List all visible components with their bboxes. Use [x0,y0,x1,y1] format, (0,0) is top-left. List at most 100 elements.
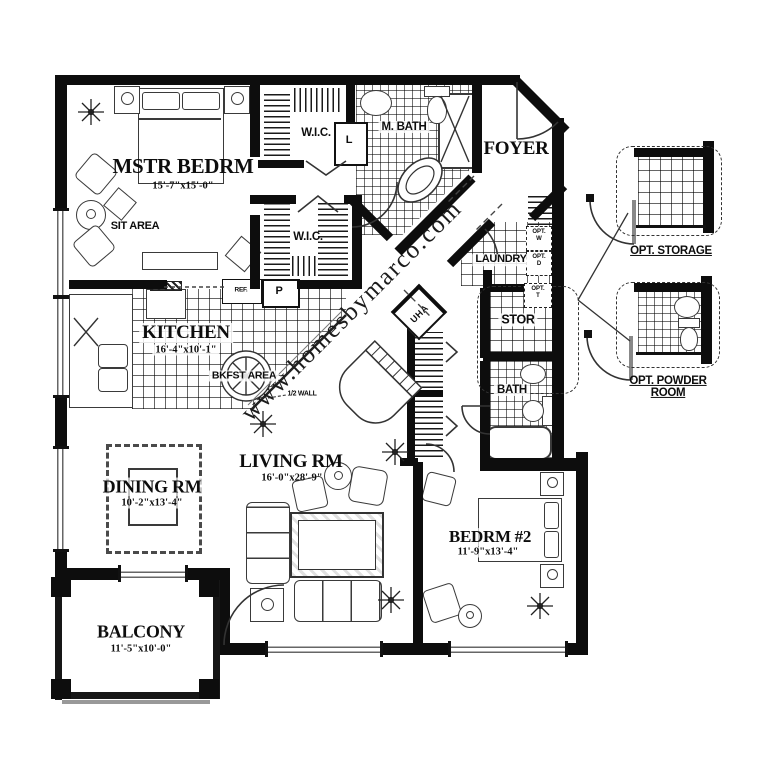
room-label-kitchen: KITCHEN [139,323,233,343]
nightstand [224,86,250,114]
wall [483,270,492,292]
room-label-bedroom2: BEDRM #2 [448,528,531,546]
room-dims-bedroom2: 11'-9"x13'-4" [457,546,519,558]
wall [297,280,362,289]
wall [413,462,423,655]
pillow [142,92,180,110]
laundry-name: LAUNDRY [475,253,527,266]
lamp-icon [466,611,474,619]
round-table [76,200,106,230]
opt-powder-bubble [616,282,720,368]
round-table [458,604,482,628]
wall [258,160,304,168]
nightstand [540,472,564,496]
toilet-bowl [427,96,447,124]
bath-name: BATH [497,383,527,396]
lamp-icon [333,471,343,480]
kitchen-sink [98,344,128,368]
opt-storage-text: OPT. STORAGE [630,244,712,257]
room-label-dining: DINING RM [100,477,204,497]
lamp-icon [230,92,244,105]
closet-shelves [264,202,290,276]
armchair [420,470,458,508]
living-dims: 16'-0"x28'-9" [261,472,323,484]
lamp-icon [546,477,558,488]
lamp-icon [260,598,274,611]
room-dims-dining: 10'-2"x13'-4" [121,497,183,509]
room-label-sit-area: SIT AREA [110,220,160,233]
rug-inner [298,520,376,570]
linen-text: L [345,134,353,147]
opt-washer-box: OPT. W [526,226,552,251]
room-label-stor: STOR [498,312,538,327]
master-name: MSTR BEDRM [112,153,254,178]
armchair [421,581,463,625]
opt-dryer-box: OPT. D [526,251,552,276]
hall-closet [415,332,443,388]
utility-label: UHA [408,302,430,325]
wall [400,458,418,466]
bench [142,252,218,270]
closet-rod [292,256,316,276]
wall [413,390,443,397]
opt-powder-text: OPT. POWDER ROOM [629,374,707,399]
window [265,641,383,657]
room-label-bath: BATH [494,383,530,397]
side-table [103,187,137,221]
sit-area-name: SIT AREA [110,220,160,233]
round-table [324,462,352,490]
blanket-line [139,118,221,120]
master-dims: 15'-7"x15'-0" [152,180,214,192]
area-rug [290,512,384,578]
room-label-living: LIVING RM [239,452,343,472]
bedroom2-dims: 11'-9"x13'-4" [457,546,519,558]
wall [634,283,710,292]
balcony-name: BALCONY [97,621,185,642]
opt-storage-label: OPT. STORAGE [630,245,712,257]
half-wall-text: 1/2 WALL [287,390,317,398]
hall-closet [415,399,443,457]
pillow [182,92,220,110]
bathtub [486,426,552,460]
lamp-icon [546,569,558,580]
nightstand [114,86,140,114]
linen-label: L [345,134,353,147]
window [448,641,568,657]
pantry-text: P [275,285,283,298]
dining-chairs-ring [106,444,202,554]
wall [634,148,712,157]
kitchen-dims: 16'-4"x10'-1" [155,344,217,356]
stove [146,289,186,319]
patio-door [118,565,188,582]
stor-name: STOR [501,312,535,327]
balcony-dims: 11'-5"x10'-0" [110,643,172,655]
nightstand [540,564,564,588]
wall [576,452,588,655]
opt-tub-label: OPT. T [531,286,545,299]
wic2-name: W.I.C. [293,230,323,243]
room-label-laundry: LAUNDRY [472,253,530,266]
room-label-foyer: FOYER [483,139,548,159]
foyer-name: FOYER [483,138,549,160]
closet-shelves [264,90,290,156]
wall [250,85,260,157]
room-dims-kitchen: 16'-4"x10'-1" [152,344,220,356]
wall [352,195,362,289]
window [53,296,69,398]
closet-rod [294,88,342,112]
plant-icon [78,99,104,125]
refrigerator-label: REF. [233,287,249,295]
balcony-post [51,679,71,699]
balcony-post [51,577,71,597]
toilet-bowl [522,400,544,422]
balcony-rail [62,700,210,704]
wall [55,75,520,85]
end-table [250,588,284,622]
wall [701,276,712,364]
kitchen-sink [98,368,128,392]
room-label-mbath: M. BATH [378,120,430,134]
balcony-post [199,577,219,597]
room-dims-living: 16'-0"x28'-9" [261,472,322,483]
sink [674,296,700,318]
